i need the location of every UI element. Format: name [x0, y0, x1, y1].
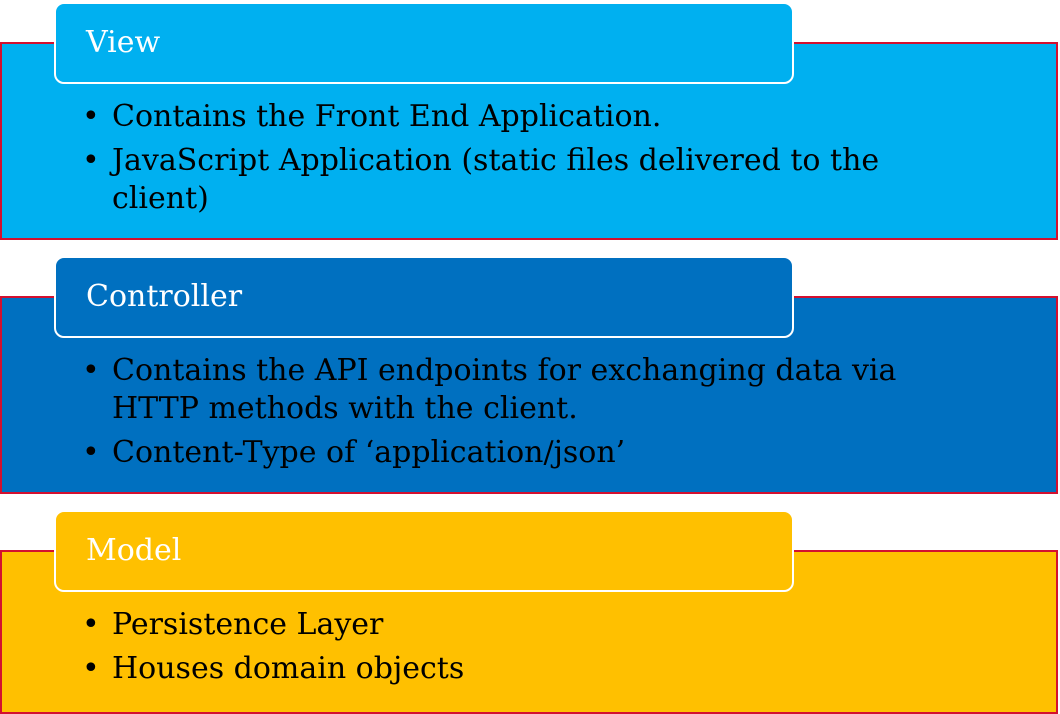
bullet-icon: •	[82, 435, 100, 470]
bullet-text: Houses domain objects	[112, 651, 465, 686]
list-item: • Content-Type of ‘application/json’	[80, 434, 980, 472]
controller-header-box: Controller	[54, 256, 794, 338]
bullet-text: Contains the API endpoints for exchangin…	[112, 353, 897, 426]
list-item: • Contains the API endpoints for exchang…	[80, 352, 980, 428]
view-bullet-list: • Contains the Front End Application. • …	[80, 98, 980, 224]
bullet-icon: •	[82, 99, 100, 134]
bullet-icon: •	[82, 651, 100, 686]
bullet-icon: •	[82, 353, 100, 388]
controller-title: Controller	[86, 279, 243, 314]
list-item: • Persistence Layer	[80, 606, 980, 644]
bullet-icon: •	[82, 143, 100, 178]
bullet-text: Contains the Front End Application.	[112, 99, 662, 134]
view-header-box: View	[54, 2, 794, 84]
list-item: • Contains the Front End Application.	[80, 98, 980, 136]
model-title: Model	[86, 533, 182, 568]
list-item: • Houses domain objects	[80, 650, 980, 688]
list-item: • JavaScript Application (static files d…	[80, 142, 980, 218]
bullet-text: Content-Type of ‘application/json’	[112, 435, 626, 470]
controller-bullet-list: • Contains the API endpoints for exchang…	[80, 352, 980, 478]
bullet-text: Persistence Layer	[112, 607, 384, 642]
model-header-box: Model	[54, 510, 794, 592]
view-title: View	[86, 25, 161, 60]
bullet-icon: •	[82, 607, 100, 642]
model-bullet-list: • Persistence Layer • Houses domain obje…	[80, 606, 980, 694]
bullet-text: JavaScript Application (static files del…	[112, 143, 880, 216]
